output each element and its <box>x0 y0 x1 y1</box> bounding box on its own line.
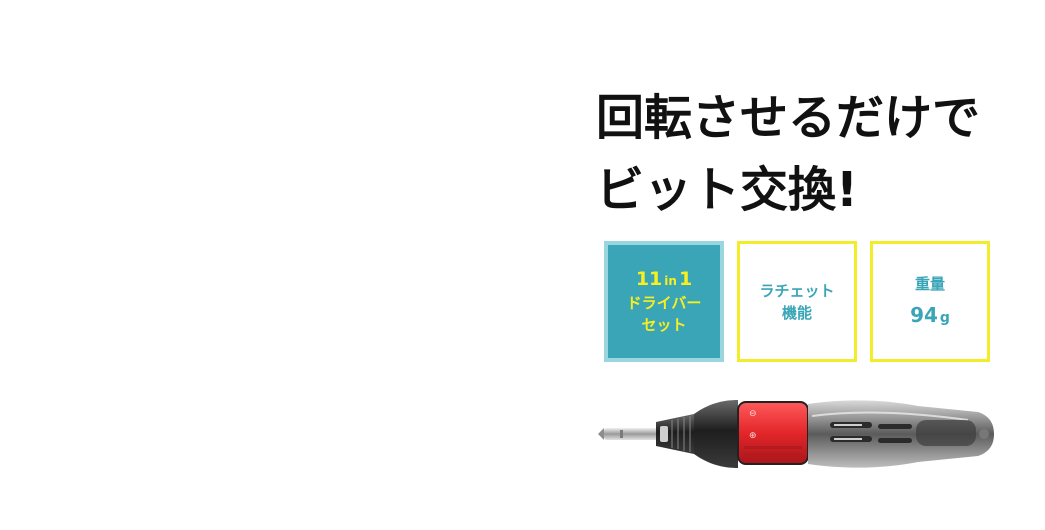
bit-tip <box>604 428 662 440</box>
badge-driver-set-line-2: ドライバー <box>626 293 702 312</box>
bit-point <box>598 428 604 440</box>
badge-ratchet-line-1: ラチェット <box>759 281 835 300</box>
cylinder-mark-minus: ⊖ <box>749 409 757 419</box>
cylinder-mark-plus: ⊕ <box>749 431 757 441</box>
weight-unit: g <box>939 310 950 326</box>
badge-ratchet: ラチェット 機能 <box>737 241 857 362</box>
badge-weight-label: 重量 <box>914 275 945 293</box>
headline-line-2: ビット交換! <box>596 162 858 218</box>
weight-number: 94 <box>910 303 938 327</box>
screwdriver-product-image: ⊖ ⊕ <box>598 400 994 468</box>
count-b: 1 <box>678 267 693 290</box>
headline: 回転させるだけで ビット交換! <box>596 82 980 226</box>
headline-line-1: 回転させるだけで <box>596 90 981 146</box>
front-shell <box>694 400 738 468</box>
badge-ratchet-line-2: 機能 <box>781 303 812 322</box>
badge-driver-set-line-3: セット <box>641 315 687 334</box>
count-in: in <box>664 273 677 288</box>
count-a: 11 <box>635 267 663 290</box>
